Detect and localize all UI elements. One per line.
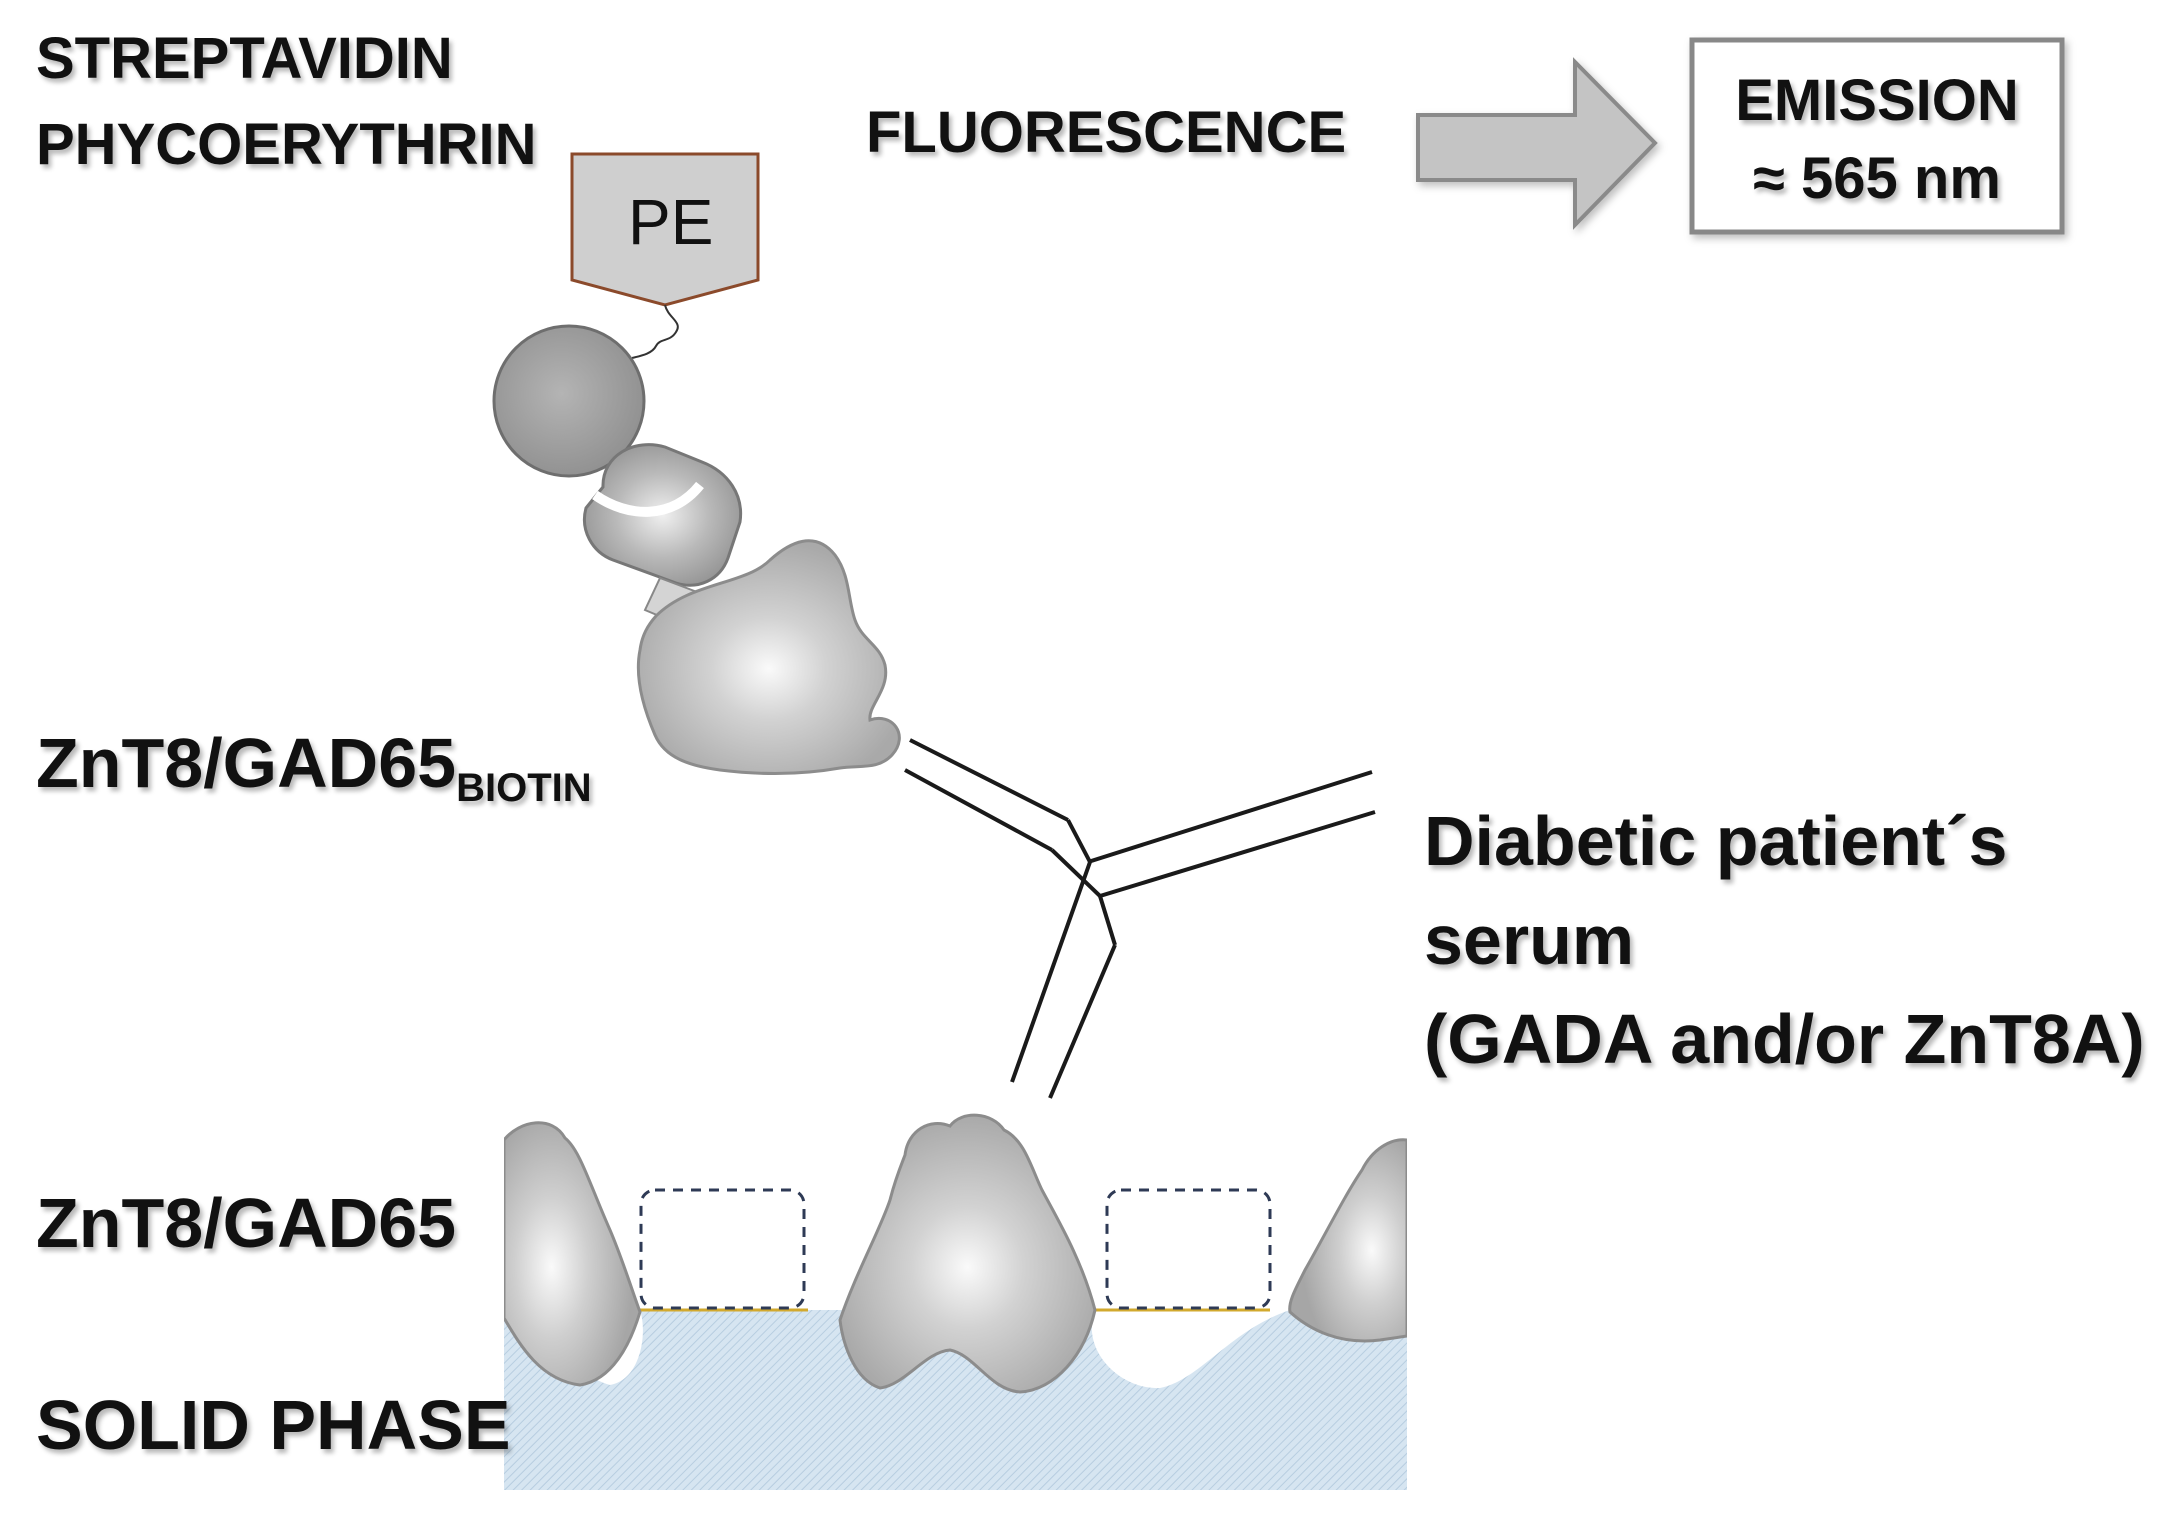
biotin-cap-icon [583, 443, 743, 587]
solid-antigen-right [1288, 1138, 1407, 1343]
emission-label-line1: EMISSION [1735, 68, 2019, 133]
streptavidin-label-line1: STREPTAVIDIN [36, 26, 453, 91]
biotin-antigen-main: ZnT8/GAD65 [36, 724, 457, 802]
globular-protein-icon [636, 539, 901, 776]
pe-tag-label: PE [628, 186, 714, 258]
y-antibody-icon [904, 738, 1376, 1099]
emission-label-line2: ≈ 565 nm [1753, 146, 2001, 211]
solid-phase [504, 1113, 1407, 1490]
empty-site-2 [1105, 1188, 1272, 1310]
biotin-antigen-label: ZnT8/GAD65BIOTIN [36, 728, 592, 808]
solid-phase-label: SOLID PHASE [36, 1386, 511, 1464]
serum-label-line1: Diabetic patient´s [1424, 802, 2008, 880]
pentagon-tag-icon [570, 152, 760, 307]
sphere-icon [492, 324, 646, 478]
solid-antigen-label: ZnT8/GAD65 [36, 1184, 457, 1262]
empty-site-1 [639, 1188, 806, 1310]
streptavidin-label-line2: PHYCOERYTHRIN [36, 112, 537, 177]
biotin-subscript: BIOTIN [456, 766, 592, 810]
right-arrow-icon [1416, 57, 1658, 230]
solid-antigen-center [838, 1113, 1097, 1394]
serum-label-line3: (GADA and/or ZnT8A) [1424, 1000, 2145, 1078]
linker-line [631, 304, 679, 359]
solid-antigen-left [504, 1121, 642, 1387]
emission-box [1689, 37, 2065, 235]
fluorescence-label: FLUORESCENCE [866, 100, 1347, 165]
serum-label-line2: serum [1424, 901, 1635, 979]
